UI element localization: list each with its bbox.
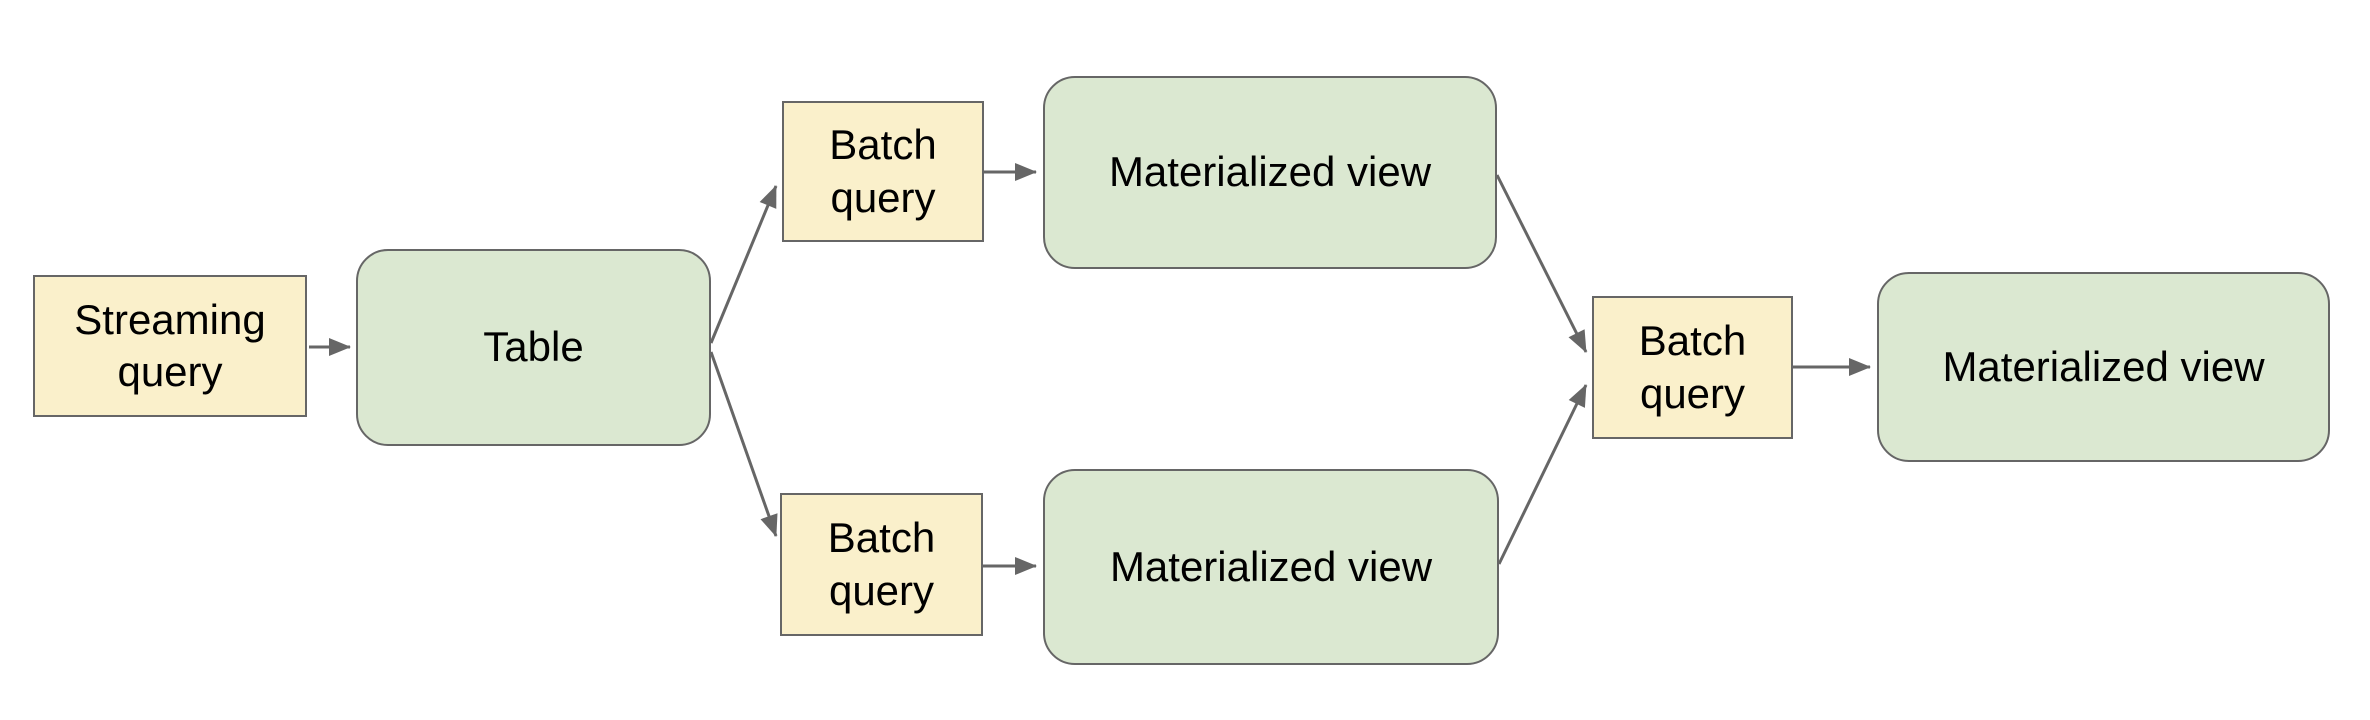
node-batch-query-top: Batch query: [782, 101, 984, 242]
edge-mv-top-to-batch-merge: [1495, 174, 1588, 353]
node-label: Materialized view: [1942, 342, 2265, 390]
node-batch-query-merge: Batch query: [1592, 296, 1793, 439]
node-materialized-view-bottom: Materialized view: [1043, 469, 1499, 665]
node-materialized-view-final: Materialized view: [1877, 272, 2330, 462]
edge-table-to-batch-bottom: [709, 351, 778, 537]
node-label: Batch query: [829, 121, 937, 221]
node-label: Streaming query: [74, 295, 266, 396]
node-label: Materialized view: [1108, 148, 1432, 196]
node-label: Materialized view: [1109, 542, 1433, 590]
edge-table-to-batch-top: [709, 185, 778, 344]
node-label: Table: [483, 323, 584, 371]
node-batch-query-bottom: Batch query: [780, 493, 983, 636]
edge-mv-bottom-to-batch-merge: [1497, 384, 1588, 565]
node-label: Batch query: [827, 514, 936, 614]
node-streaming-query: Streaming query: [33, 275, 307, 417]
node-materialized-view-top: Materialized view: [1043, 76, 1497, 269]
node-label: Batch query: [1638, 317, 1747, 417]
node-table: Table: [356, 249, 711, 446]
